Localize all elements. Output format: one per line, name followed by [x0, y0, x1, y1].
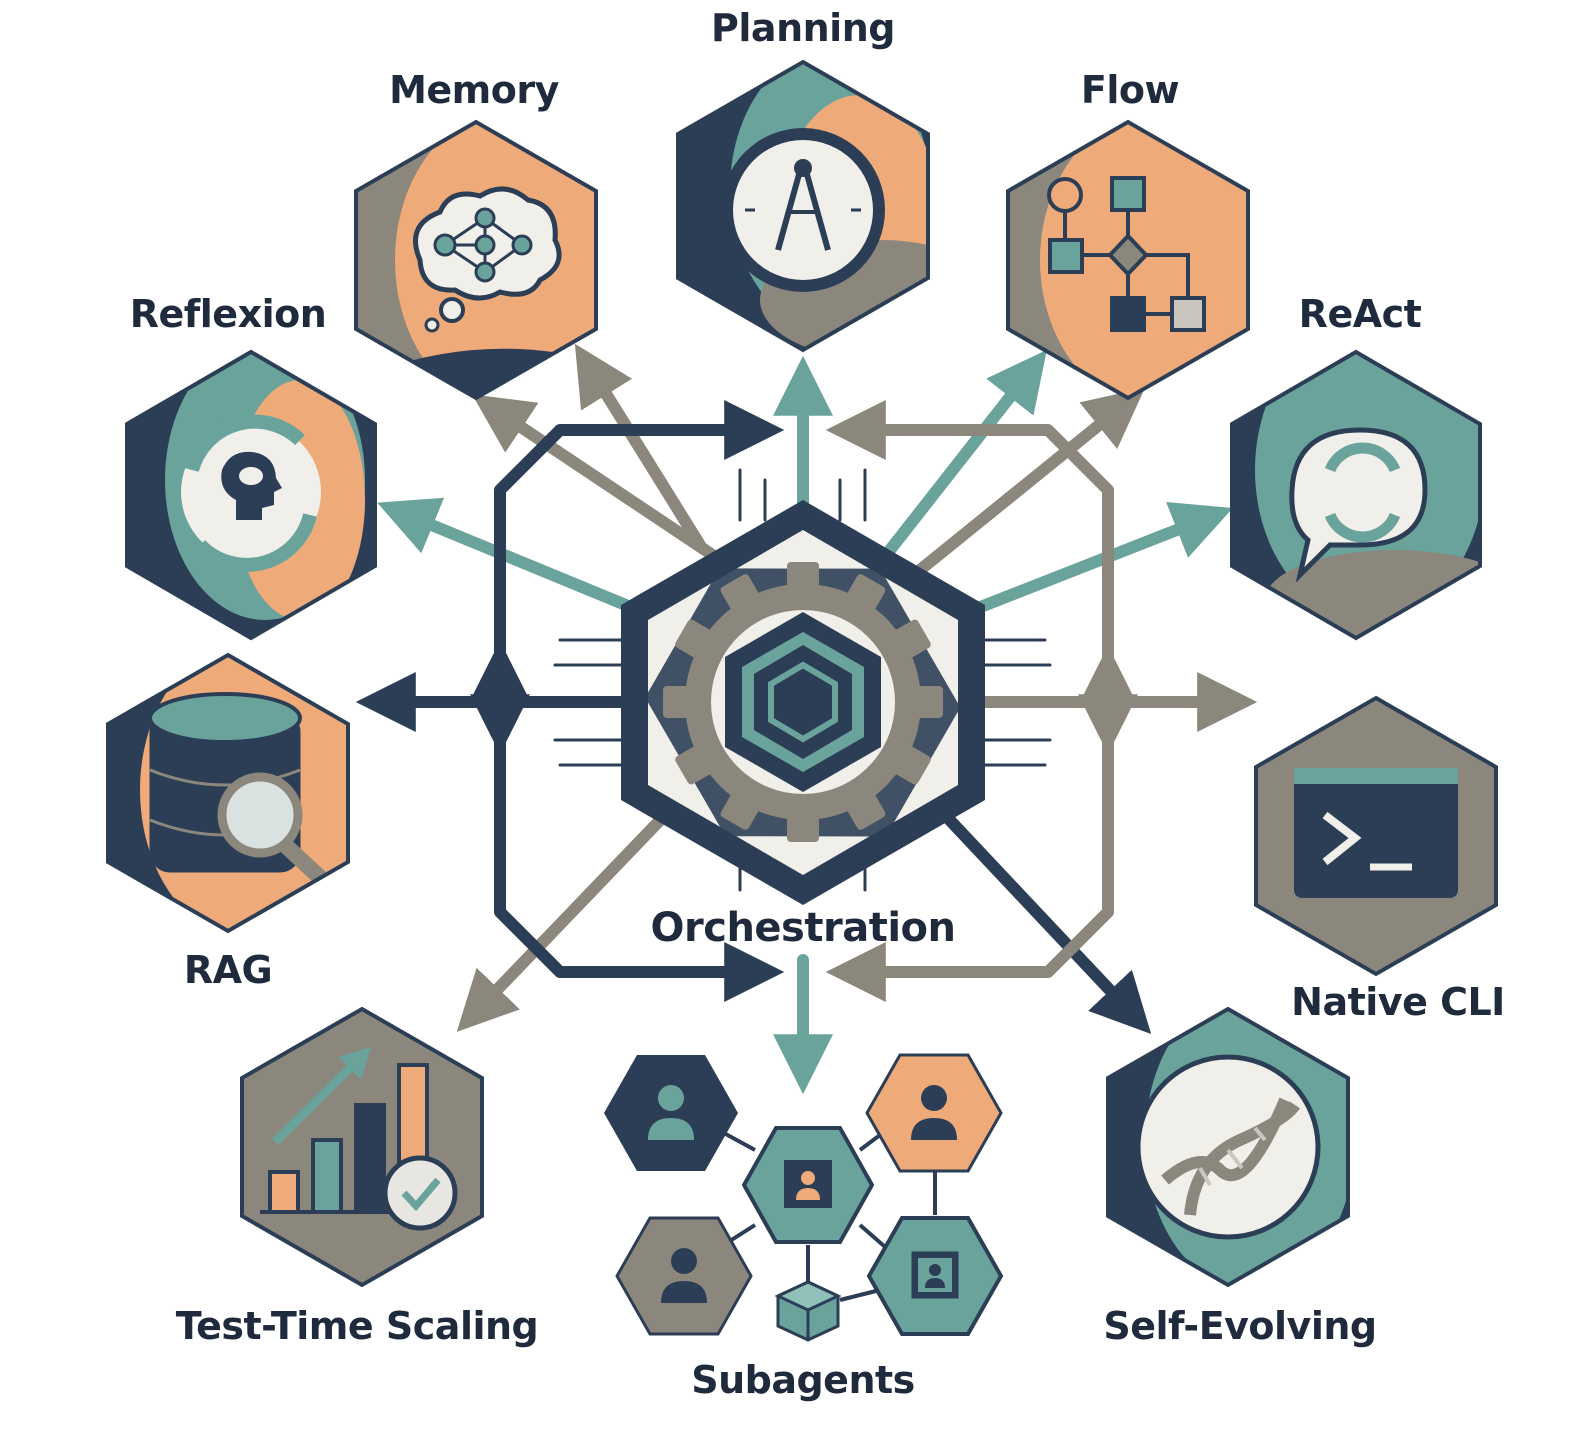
label-react: ReAct [1298, 292, 1422, 336]
compass-icon [721, 128, 885, 292]
label-native-cli: Native CLI [1291, 980, 1505, 1024]
gear-tooth [663, 686, 697, 718]
gear-tooth [843, 787, 886, 830]
loop-bottom-left [470, 694, 785, 1002]
label-test-time-scaling: Test-Time Scaling [175, 1304, 539, 1348]
node-tts [242, 1009, 482, 1285]
thought-cloud-icon [413, 186, 562, 333]
gear-tooth [675, 742, 718, 785]
agent-network-icon [604, 1053, 1004, 1342]
gear-tooth [720, 787, 763, 830]
arrow-to-flow-a [884, 349, 1047, 556]
node-subagents [604, 1053, 1004, 1342]
orchestration-hub [621, 500, 985, 905]
loop-top-right [825, 400, 1138, 706]
arrow-to-reflexion [377, 497, 656, 621]
label-memory: Memory [389, 68, 559, 112]
gear-tooth [720, 574, 763, 617]
cycle-bubble-icon [1289, 427, 1428, 583]
label-self-evolving: Self-Evolving [1103, 1304, 1377, 1348]
flowchart-icon [1047, 176, 1206, 332]
gear-tooth [843, 574, 886, 617]
node-rag [108, 655, 348, 931]
label-reflexion: Reflexion [129, 292, 327, 336]
dna-icon [1135, 1054, 1321, 1240]
label-planning: Planning [711, 6, 895, 50]
loop-top-left [470, 400, 785, 701]
label-flow: Flow [1080, 68, 1180, 112]
label-orchestration: Orchestration [650, 905, 956, 951]
gear-tooth [888, 619, 931, 662]
gear-tooth [888, 742, 931, 785]
loop-bottom-right [825, 694, 1138, 1002]
gear-tooth [787, 562, 819, 596]
gear-icon [663, 562, 943, 842]
node-cli [1256, 698, 1496, 974]
node-evolve [1108, 1009, 1348, 1285]
node-flow [1008, 122, 1248, 398]
database-search-icon [148, 692, 336, 893]
gear-tooth [675, 619, 718, 662]
label-subagents: Subagents [691, 1358, 915, 1402]
connector-arrows [355, 343, 1258, 1095]
label-rag: RAG [183, 948, 273, 992]
terminal-icon [1294, 768, 1458, 898]
node-reflexion [127, 352, 375, 638]
head-cycle-icon [181, 414, 321, 572]
gear-tooth [787, 808, 819, 842]
gear-tooth [909, 686, 943, 718]
bar-chart-check-icon [260, 1046, 458, 1231]
arrow-to-react [954, 501, 1233, 621]
arrow-to-memory-b [574, 343, 706, 551]
node-planning [678, 62, 928, 350]
